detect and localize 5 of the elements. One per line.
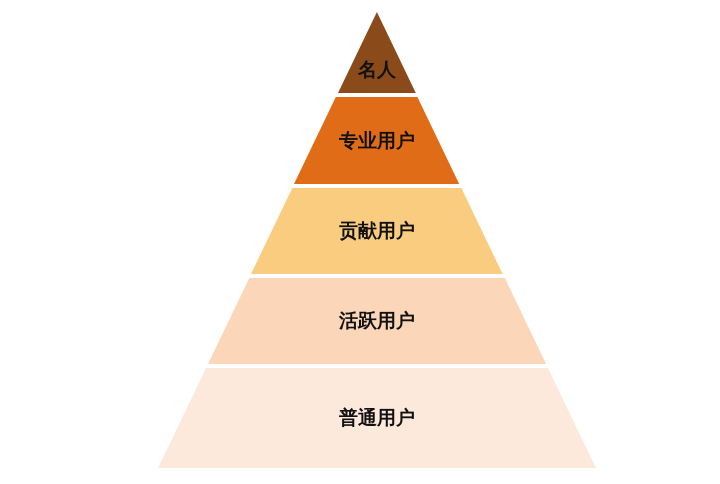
- band-label: 普通用户: [338, 406, 416, 430]
- band-label: 专业用户: [338, 128, 416, 152]
- band-label: 名人: [356, 58, 397, 82]
- band-label: 贡献用户: [338, 219, 416, 243]
- band-label: 活跃用户: [338, 309, 416, 333]
